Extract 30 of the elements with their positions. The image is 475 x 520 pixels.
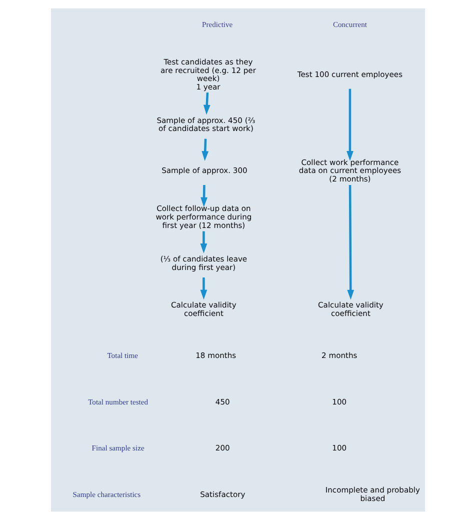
label: Total time: [106, 351, 138, 360]
label: 100: [332, 397, 346, 406]
label: Sample characteristics: [72, 490, 140, 499]
node-text: Sample of approx. 450 (²⁄₃ of candidates start work): [156, 116, 255, 134]
arrow: [346, 88, 353, 161]
node-text: Collect follow-up data on work performance during first year (12 months): [155, 204, 252, 230]
label: 2 months: [321, 351, 357, 360]
arrow: [201, 138, 208, 161]
label: Final sample size: [91, 444, 144, 453]
label: 18 months: [195, 351, 236, 360]
label: Satisfactory: [200, 490, 245, 499]
arrow: [346, 184, 354, 300]
arrow: [200, 277, 207, 300]
arrow: [200, 231, 207, 254]
node-text: Collect work performance data on current employees (2 months): [298, 158, 401, 184]
node-text: Sample of approx. 300: [161, 166, 247, 176]
arrow: [200, 185, 207, 208]
node-text: Calculate validity coefficient: [170, 300, 236, 318]
label: Incomplete and probably biased: [324, 486, 420, 503]
node-text: Test candidates as they are recruited (e.g. 12 per week) 1 year: [160, 57, 256, 92]
node-text: (¹⁄₃ of candidates leave during first year): [160, 254, 247, 272]
label: Total number tested: [88, 397, 148, 406]
label: Concurrent: [332, 20, 366, 29]
label: 100: [332, 444, 346, 453]
node-text: Calculate validity coefficient: [318, 300, 383, 318]
arrow: [202, 92, 210, 115]
label: Predictive: [202, 20, 232, 29]
label: 450: [214, 397, 230, 406]
label: 200: [214, 444, 230, 453]
node-text: Test 100 current employees: [296, 70, 402, 79]
